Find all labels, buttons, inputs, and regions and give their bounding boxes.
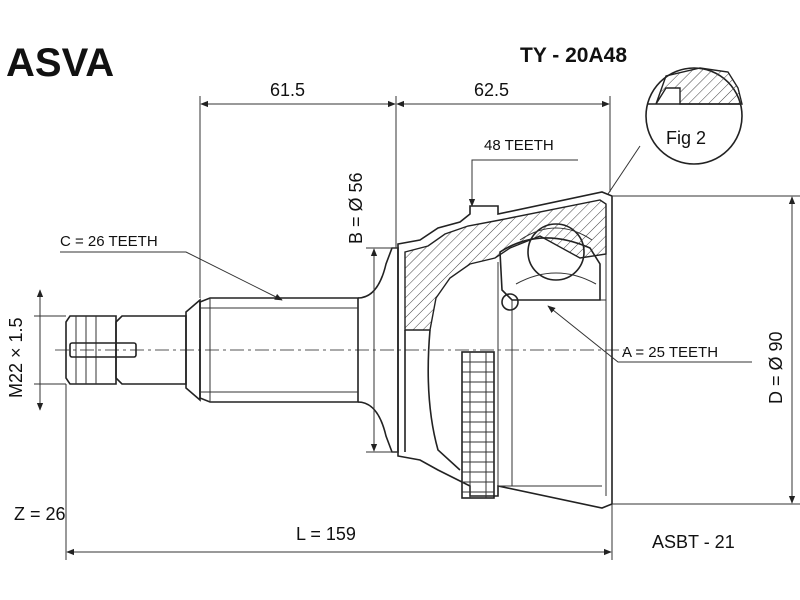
length-dimensions: 61.5 62.5 [199,80,611,298]
dim-len-left: 61.5 [270,80,305,100]
abs-ring [461,351,495,499]
spline-c-callout: C = 26 TEETH [60,233,283,301]
label-spline-a: A = 25 TEETH [622,344,718,361]
fig2-label: Fig 2 [666,128,706,148]
thread-dimension: M22 × 1.5 [6,289,66,411]
brand-logo-text: ASVA [6,41,114,85]
inner-race-ball [499,223,601,311]
diameter-b-dimension: B = Ø 56 [346,172,398,453]
diameter-d-dimension: D = Ø 90 [612,195,800,505]
label-abs-teeth: 48 TEETH [484,137,554,154]
dim-thread: M22 × 1.5 [6,317,26,398]
fig2-detail: Fig 2 [607,67,743,195]
dim-len-right: 62.5 [474,80,509,100]
outer-housing [397,191,613,509]
total-length-dimension: L = 159 [65,384,613,560]
dim-diameter-d: D = Ø 90 [766,331,786,404]
abs-teeth-callout: 48 TEETH [468,137,578,207]
label-z-count: Z = 26 [14,504,66,524]
threaded-stub [65,298,201,402]
spline-a-callout: A = 25 TEETH [547,305,752,363]
dim-total-length: L = 159 [296,524,356,544]
label-ref-code: ASBT - 21 [652,532,735,552]
label-spline-c: C = 26 TEETH [60,233,158,250]
part-number: TY - 20A48 [520,44,627,67]
dim-diameter-b: B = Ø 56 [346,172,366,244]
